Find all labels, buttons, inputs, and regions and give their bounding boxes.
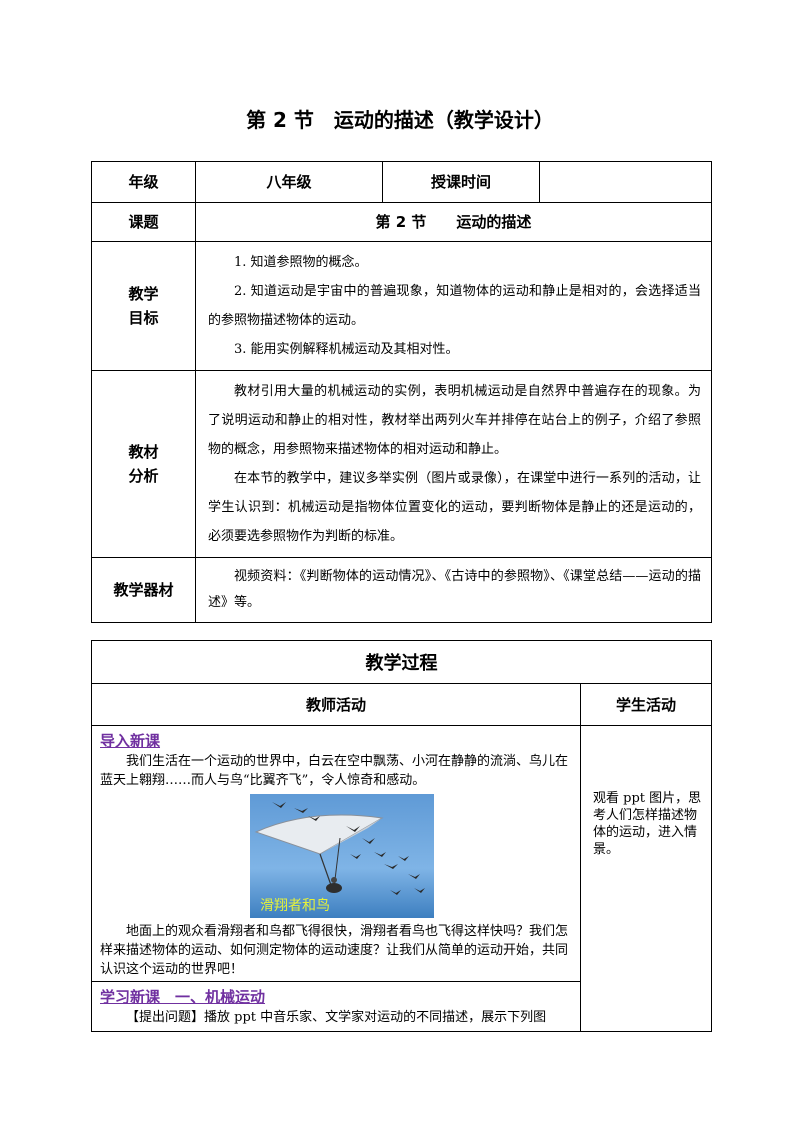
materials-text: 视频资料：《判断物体的运动情况》、《古诗中的参照物》、《课堂总结——运动的描述》…	[208, 569, 701, 610]
goals-label-text: 教学目标	[128, 285, 159, 327]
teaching-process-table: 教学过程 教师活动 学生活动 导入新课 我们生活在一个运动的世界中，白云在空中飘…	[91, 640, 712, 1032]
analysis-label-text: 教材分析	[128, 443, 159, 485]
grade-label: 年级	[91, 161, 196, 203]
student-intro-text: 观看 ppt 图片，思考人们怎样描述物体的运动，进入情景。	[593, 791, 702, 857]
glider-photo-art	[250, 794, 434, 918]
goals-content: 1. 知道参照物的概念。 2. 知道运动是宇宙中的普遍现象，知道物体的运动和静止…	[195, 241, 712, 371]
goals-label: 教学目标	[91, 241, 196, 371]
teacher-activity-header: 教师活动	[91, 683, 581, 726]
topic-value: 第 2 节 运动的描述	[195, 202, 712, 242]
image-caption: 滑翔者和鸟	[260, 898, 330, 914]
grade-value: 八年级	[195, 161, 383, 203]
new-lesson-heading: 学习新课 一、机械运动	[100, 988, 266, 1006]
materials-label: 教学器材	[91, 557, 196, 623]
process-title: 教学过程	[91, 640, 712, 684]
goal-item: 2. 知道运动是宇宙中的普遍现象，知道物体的运动和静止是相对的，会选择适当的参照…	[208, 284, 701, 328]
topic-label: 课题	[91, 202, 196, 242]
analysis-paragraph: 教材引用大量的机械运动的实例，表明机械运动是自然界中普遍存在的现象。为了说明运动…	[208, 384, 701, 457]
student-activity-cell: 观看 ppt 图片，思考人们怎样描述物体的运动，进入情景。	[580, 725, 712, 1032]
time-label: 授课时间	[382, 161, 540, 203]
glider-and-birds-image: 滑翔者和鸟	[250, 794, 434, 918]
goal-item: 3. 能用实例解释机械运动及其相对性。	[234, 342, 459, 357]
materials-content: 视频资料：《判断物体的运动情况》、《古诗中的参照物》、《课堂总结——运动的描述》…	[195, 557, 712, 623]
intro-cell: 导入新课 我们生活在一个运动的世界中，白云在空中飘荡、小河在静静的流淌、鸟儿在蓝…	[91, 725, 581, 982]
intro-paragraph: 地面上的观众看滑翔者和鸟都飞得很快，滑翔者看鸟也飞得这样快吗？我们怎样来描述物体…	[100, 924, 569, 977]
new-lesson-paragraph: 【提出问题】播放 ppt 中音乐家、文学家对运动的不同描述，展示下列图	[126, 1010, 547, 1025]
analysis-paragraph: 在本节的教学中，建议多举实例（图片或录像），在课堂中进行一系列的活动，让学生认识…	[208, 471, 701, 544]
intro-paragraph: 我们生活在一个运动的世界中，白云在空中飘荡、小河在静静的流淌、鸟儿在蓝天上翱翔……	[100, 754, 569, 788]
lesson-info-table: 年级 八年级 授课时间 课题 第 2 节 运动的描述 教学目标 1. 知道参照物…	[91, 161, 712, 623]
analysis-label: 教材分析	[91, 370, 196, 558]
page-title: 第 2 节 运动的描述（教学设计）	[246, 108, 554, 132]
intro-heading: 导入新课	[100, 732, 161, 750]
student-activity-header: 学生活动	[580, 683, 712, 726]
analysis-content: 教材引用大量的机械运动的实例，表明机械运动是自然界中普遍存在的现象。为了说明运动…	[195, 370, 712, 558]
time-value	[539, 161, 712, 203]
goal-item: 1. 知道参照物的概念。	[234, 255, 368, 270]
new-lesson-cell: 学习新课 一、机械运动 【提出问题】播放 ppt 中音乐家、文学家对运动的不同描…	[91, 981, 581, 1032]
